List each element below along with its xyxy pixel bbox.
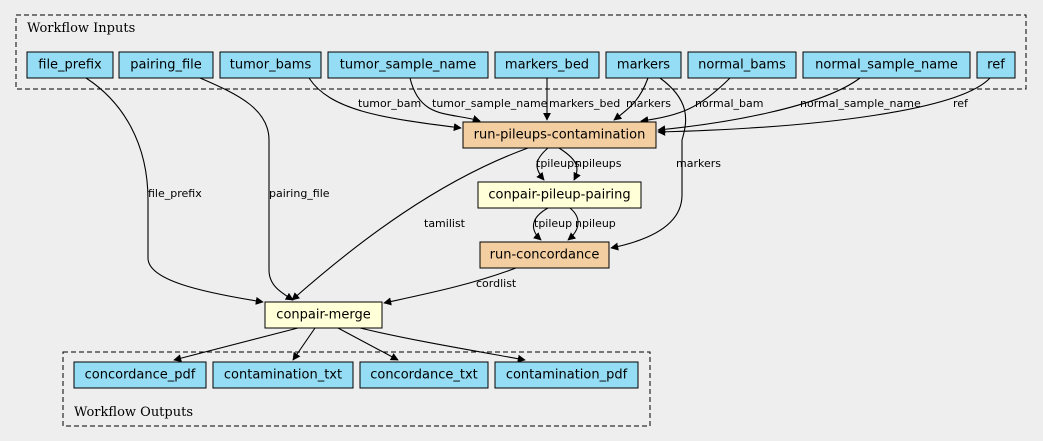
input-node-ref[interactable]: ref (976, 51, 1016, 79)
edge-label: ref (953, 97, 969, 110)
input-node-normal-bams[interactable]: normal_bams (687, 51, 797, 79)
edge-path (613, 77, 649, 121)
input-label-normal-bams: normal_bams (698, 58, 786, 73)
edge-path (337, 327, 399, 361)
output-node-concordance-txt[interactable]: concordance_txt (359, 361, 489, 389)
edge-merge-to-concordance_txt (337, 327, 399, 361)
edge-normal_sample_name-to-pileups: normal_sample_name (657, 77, 921, 134)
edge-label: file_prefix (148, 187, 202, 200)
edge-pairing-to-concordance: npileup (567, 207, 616, 241)
output-label-contamination-pdf: contamination_pdf (506, 368, 628, 383)
edge-path (532, 207, 549, 241)
workflow-inputs-label: Workflow Inputs (27, 21, 135, 36)
input-label-pairing-file: pairing_file (130, 58, 202, 73)
edge-merge-to-concordance_pdf (173, 327, 299, 363)
input-node-tumor-bams[interactable]: tumor_bams (219, 51, 322, 79)
input-node-pairing-file[interactable]: pairing_file (118, 51, 214, 79)
input-node-markers[interactable]: markers (605, 51, 682, 79)
edge-label: npileups (575, 157, 622, 170)
edge-label: pairing_file (269, 187, 330, 200)
edge-tumor_bams-to-pileups: tumor_bam (308, 77, 462, 132)
edge-ref-to-pileups: ref (657, 77, 991, 136)
workflow-outputs-label: Workflow Outputs (74, 405, 193, 420)
edge-path (85, 77, 264, 305)
workflow-inputs-cluster: Workflow Inputs (15, 14, 1027, 90)
edge-label: tpileups (536, 157, 580, 170)
edge-label: normal_sample_name (800, 97, 921, 110)
step-node-run-concordance[interactable]: run-concordance (479, 241, 610, 269)
edge-path (383, 267, 517, 306)
step-label-run-pileups-contamination: run-pileups-contamination (474, 128, 646, 143)
edge-label: cordlist (476, 277, 517, 290)
workflow-outputs-cluster: Workflow Outputs (62, 351, 651, 427)
edge-pairing_file-to-merge: pairing_file (199, 77, 330, 301)
output-node-contamination-txt[interactable]: contamination_txt (212, 361, 354, 389)
input-label-tumor-sample-name: tumor_sample_name (340, 58, 476, 73)
edge-path (567, 207, 579, 241)
edge-markers_bed-to-pileups: markers_bed (543, 78, 620, 121)
edge-file_prefix-to-merge: file_prefix (85, 77, 264, 305)
edge-label: markers (626, 97, 671, 110)
edge-label: markers (676, 157, 721, 170)
input-label-markers-bed: markers_bed (505, 58, 589, 73)
edge-normal_bams-to-pileups: normal_bam (640, 77, 763, 125)
edge-concordance-to-merge: cordlist (383, 267, 517, 306)
edge-label: tpileup (534, 217, 572, 230)
input-label-normal-sample-name: normal_sample_name (815, 58, 958, 73)
edge-pileups-to-pairing: tpileups (536, 147, 580, 181)
input-label-tumor-bams: tumor_bams (230, 58, 312, 73)
edge-label: normal_bam (695, 97, 763, 110)
output-label-concordance-pdf: concordance_pdf (85, 368, 196, 383)
step-label-run-concordance: run-concordance (490, 248, 600, 263)
output-label-concordance-txt: concordance_txt (370, 368, 478, 383)
edge-label: markers_bed (549, 97, 620, 110)
output-node-concordance-pdf[interactable]: concordance_pdf (73, 361, 207, 389)
edge-path (308, 77, 462, 132)
edge-merge-to-contamination_pdf (359, 327, 526, 363)
edge-label: tamilist (424, 217, 466, 230)
edge-path (558, 147, 581, 181)
step-label-conpair-merge: conpair-merge (276, 308, 370, 323)
edge-path (359, 327, 526, 363)
edge-pileups-to-merge: tamilist (291, 147, 529, 301)
step-node-run-pileups-contamination[interactable]: run-pileups-contamination (462, 121, 657, 149)
edge-pileups-to-pairing: npileups (558, 147, 622, 181)
edge-label: tumor_sample_name (432, 97, 548, 110)
input-label-ref: ref (987, 58, 1005, 73)
edge-path (657, 77, 861, 134)
edge-merge-to-contamination_txt (292, 327, 316, 361)
edges-layer: file_prefix pairing_file tumor_bam tumor_sa… (85, 77, 991, 363)
edge-path (409, 77, 481, 123)
step-node-conpair-pileup-pairing[interactable]: conpair-pileup-pairing (477, 181, 642, 209)
edge-markers-to-concordance: markers (610, 77, 721, 251)
input-node-markers-bed[interactable]: markers_bed (494, 51, 600, 79)
edge-pairing-to-concordance: tpileup (532, 207, 572, 241)
edge-tumor_sample_name-to-pileups: tumor_sample_name (409, 77, 548, 123)
edge-path (610, 77, 687, 251)
edge-path (173, 327, 299, 363)
input-node-tumor-sample-name[interactable]: tumor_sample_name (327, 51, 489, 79)
input-node-file-prefix[interactable]: file_prefix (26, 51, 114, 79)
edge-path (640, 77, 731, 125)
edge-path (657, 77, 991, 136)
edge-label: tumor_bam (358, 97, 421, 110)
edge-label: npileup (575, 217, 616, 230)
output-label-contamination-txt: contamination_txt (224, 368, 342, 383)
input-node-normal-sample-name[interactable]: normal_sample_name (802, 51, 971, 79)
edge-path (199, 77, 294, 301)
input-label-markers: markers (617, 58, 670, 73)
edge-markers-to-pileups: markers (613, 77, 671, 121)
edge-path (536, 147, 549, 181)
step-label-conpair-pileup-pairing: conpair-pileup-pairing (488, 188, 630, 203)
edge-path (292, 327, 316, 361)
edge-path (291, 147, 529, 301)
output-node-contamination-pdf[interactable]: contamination_pdf (494, 361, 639, 389)
step-node-conpair-merge[interactable]: conpair-merge (264, 301, 383, 329)
input-label-file-prefix: file_prefix (38, 58, 102, 73)
